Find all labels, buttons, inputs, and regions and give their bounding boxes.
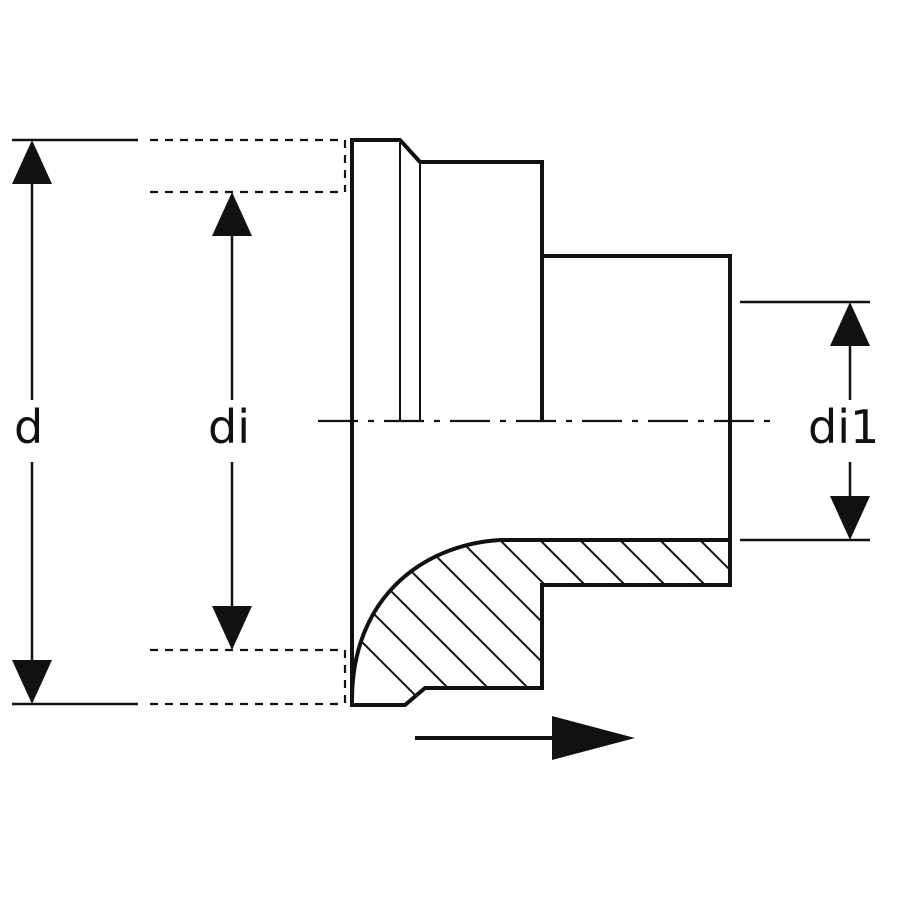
arrow-d-top (12, 140, 52, 184)
arrow-di1-top (830, 302, 870, 346)
dimension-di (212, 192, 252, 650)
arrow-di-top (212, 192, 252, 236)
projection-lines (150, 138, 347, 706)
arrow-di1-bottom (830, 496, 870, 540)
label-d: d (14, 400, 44, 454)
dimension-d (12, 140, 52, 704)
flow-direction-arrow (415, 716, 635, 760)
inner-contour (350, 538, 730, 701)
dimension-di1 (830, 302, 870, 540)
arrow-di-bottom (212, 606, 252, 650)
label-di: di (208, 400, 250, 454)
flow-arrow-head (552, 716, 635, 760)
label-di1: di1 (808, 400, 880, 454)
socket-lines (399, 140, 421, 421)
arrow-d-bottom (12, 660, 52, 704)
extension-lines (12, 138, 870, 706)
